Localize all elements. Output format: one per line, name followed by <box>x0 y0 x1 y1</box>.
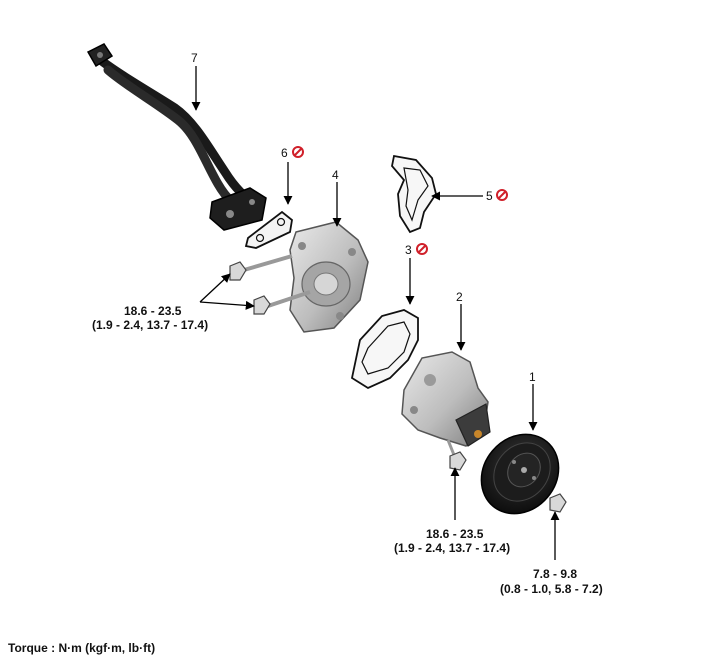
callout-5: 5 <box>486 189 493 203</box>
callout-2: 2 <box>456 290 463 304</box>
torque-value-housing-bolts: 18.6 - 23.5 <box>124 304 182 318</box>
torque-value-pulley-bolt: 7.8 - 9.8 <box>533 567 578 581</box>
pipe-gasket-part <box>244 210 293 249</box>
water-pump-part <box>401 351 491 447</box>
water-pump-pulley-part <box>480 433 560 515</box>
callout-leaders <box>191 66 560 560</box>
housing-gasket-upper-part <box>391 154 437 234</box>
callout-6: 6 <box>281 146 288 160</box>
torque-conversion-pump-bolt: (1.9 - 2.4, 13.7 - 17.4) <box>394 541 511 555</box>
callout-1: 1 <box>529 370 536 384</box>
no-reuse-icon <box>292 146 304 158</box>
torque-units-note: Torque : N·m (kgf·m, lb·ft) <box>8 641 156 655</box>
housing-bolts <box>229 254 311 315</box>
torque-conversion-housing-bolts: (1.9 - 2.4, 13.7 - 17.4) <box>92 318 209 332</box>
pulley-bolt <box>549 493 567 513</box>
pump-bolt <box>446 439 467 471</box>
callout-4: 4 <box>332 168 339 182</box>
pump-gasket-part <box>350 309 419 390</box>
no-reuse-icon <box>416 243 428 255</box>
no-reuse-icon <box>496 189 508 201</box>
callout-7: 7 <box>191 51 198 65</box>
water-pump-housing-part <box>289 221 369 333</box>
torque-value-pump-bolt: 18.6 - 23.5 <box>426 527 484 541</box>
torque-conversion-pulley-bolt: (0.8 - 1.0, 5.8 - 7.2) <box>500 582 603 596</box>
water-pipe-part <box>86 43 267 231</box>
callout-3: 3 <box>405 243 412 257</box>
